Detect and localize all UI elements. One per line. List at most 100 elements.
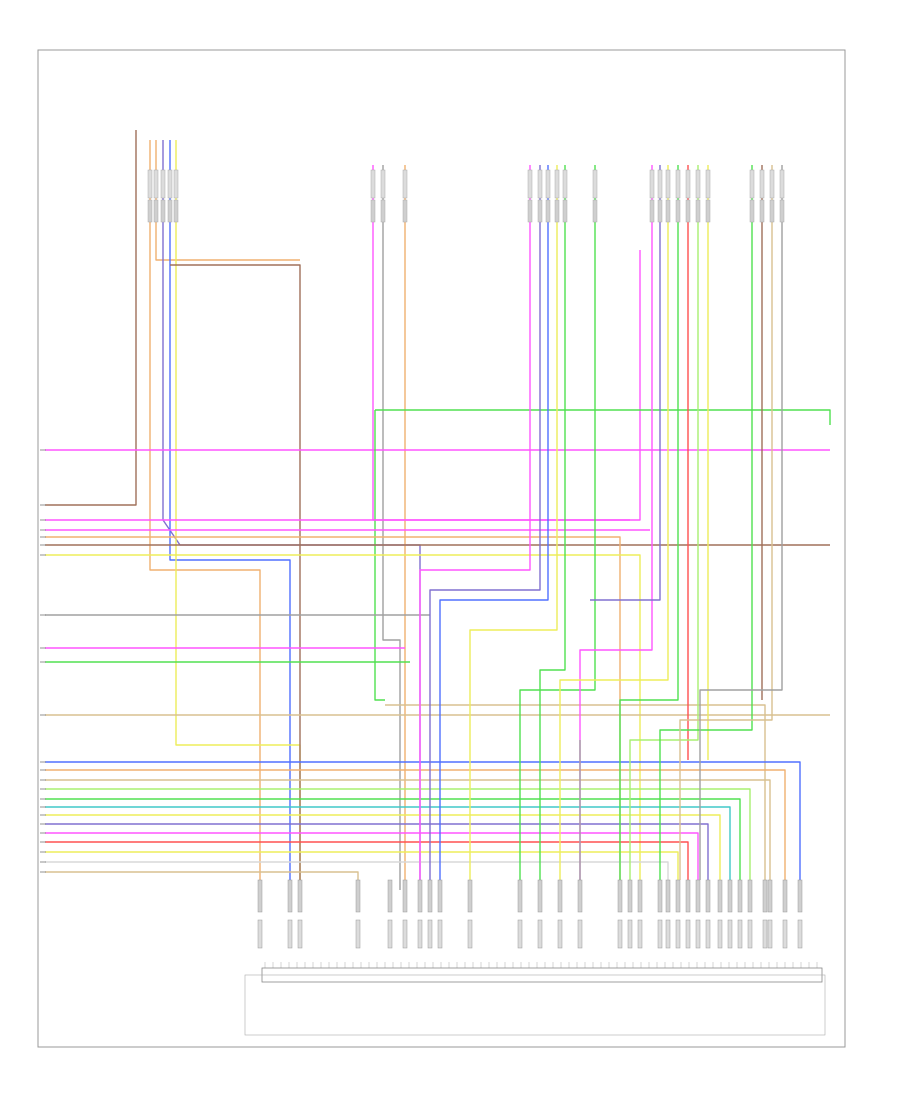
wire-yellow-39 — [469, 165, 558, 880]
connector-cavity-bottom-lower-28 — [767, 919, 773, 949]
connector-cavity-bottom-17 — [657, 879, 663, 913]
ecm-module-box — [244, 974, 826, 1036]
connector-cavity-top-22 — [759, 169, 765, 199]
connector-cavity-top-lower-11 — [554, 199, 560, 223]
connector-cavity-top-17 — [675, 169, 681, 199]
wire-lightgreen-26 — [45, 788, 751, 880]
connector-cavity-bottom-26 — [747, 879, 753, 913]
wire-layer — [45, 130, 831, 890]
connector-cavity-bottom-8 — [437, 879, 443, 913]
connector-cavity-top-lower-13 — [592, 199, 598, 223]
wire-orange-16 — [45, 536, 621, 880]
connector-cavity-bottom-0 — [257, 879, 263, 913]
connector-cavity-top-9 — [537, 169, 543, 199]
wire-green-45 — [619, 165, 679, 880]
connector-cavity-bottom-25 — [737, 879, 743, 913]
connector-cavity-top-lower-20 — [705, 199, 711, 223]
connector-cavity-bottom-14 — [617, 879, 623, 913]
connector-cavity-bottom-lower-11 — [537, 919, 543, 949]
connector-cavity-bottom-lower-22 — [705, 919, 711, 949]
connector-cavity-bottom-3 — [355, 879, 361, 913]
connector-cavity-bottom-7 — [427, 879, 433, 913]
connector-cavity-top-lower-14 — [649, 199, 655, 223]
connector-cavity-bottom-1 — [287, 879, 293, 913]
connector-cavity-bottom-13 — [577, 879, 583, 913]
connector-cavity-bottom-27 — [762, 879, 768, 913]
wire-green-27 — [45, 798, 741, 880]
connector-cavity-top-lower-16 — [665, 199, 671, 223]
wire-lightgreen-47 — [629, 165, 699, 880]
connector-cavity-bottom-23 — [717, 879, 723, 913]
connector-cavity-bottom-29 — [782, 879, 788, 913]
connector-cavity-top-lower-3 — [167, 199, 173, 223]
connector-cavity-top-lower-8 — [527, 199, 533, 223]
connector-cavity-top-lower-12 — [562, 199, 568, 223]
connector-cavity-bottom-lower-3 — [355, 919, 361, 949]
wire-blue-23 — [45, 761, 801, 880]
connector-cavity-top-16 — [665, 169, 671, 199]
connector-cavity-bottom-lower-25 — [737, 919, 743, 949]
connector-cavity-top-lower-19 — [695, 199, 701, 223]
connector-cavity-bottom-24 — [727, 879, 733, 913]
connector-cavity-bottom-28 — [767, 879, 773, 913]
wire-violet-43 — [590, 165, 661, 601]
connector-cavity-top-lower-5 — [370, 199, 376, 223]
wire-grey-52 — [699, 165, 783, 880]
connector-cavity-bottom-lower-21 — [695, 919, 701, 949]
connector-cavity-top-5 — [370, 169, 376, 199]
connector-cavity-top-19 — [695, 169, 701, 199]
connector-cavity-top-lower-0 — [147, 199, 153, 223]
wire-green-49 — [659, 165, 753, 880]
connector-cavity-top-7 — [402, 169, 408, 199]
connector-cavity-top-18 — [685, 169, 691, 199]
wire-pink-31 — [45, 832, 699, 880]
connector-cavity-top-lower-15 — [657, 199, 663, 223]
connector-cavity-top-10 — [545, 169, 551, 199]
connector-cavity-top-21 — [749, 169, 755, 199]
connector-cavity-bottom-2 — [297, 879, 303, 913]
connector-cavity-top-1 — [153, 169, 159, 199]
connector-cavity-bottom-lower-2 — [297, 919, 303, 949]
wire-tan-51 — [679, 165, 773, 880]
connector-layer — [147, 169, 803, 949]
connector-cavity-bottom-lower-10 — [517, 919, 523, 949]
connector-cavity-top-20 — [705, 169, 711, 199]
connector-cavity-bottom-lower-13 — [577, 919, 583, 949]
connector-cavity-bottom-11 — [537, 879, 543, 913]
wire-yellow-5 — [175, 140, 301, 890]
connector-cavity-bottom-lower-8 — [437, 919, 443, 949]
connector-cavity-bottom-lower-27 — [762, 919, 768, 949]
wire-grey-8 — [382, 165, 401, 890]
wire-brown-6 — [170, 264, 301, 890]
wire-tan-22 — [385, 704, 766, 880]
connector-cavity-bottom-lower-5 — [402, 919, 408, 949]
connector-cavity-top-13 — [592, 169, 598, 199]
connector-cavity-bottom-lower-1 — [287, 919, 293, 949]
connector-cavity-bottom-19 — [675, 879, 681, 913]
connector-cavity-bottom-lower-15 — [627, 919, 633, 949]
wire-orange-1 — [149, 140, 261, 890]
connector-cavity-top-lower-9 — [537, 199, 543, 223]
connector-cavity-bottom-6 — [417, 879, 423, 913]
wire-tan-25 — [45, 779, 771, 880]
wire-tan-35 — [45, 871, 359, 880]
connector-cavity-bottom-30 — [797, 879, 803, 913]
wire-white-34 — [45, 861, 669, 880]
connector-cavity-top-lower-7 — [402, 199, 408, 223]
connector-cavity-top-lower-1 — [153, 199, 159, 223]
connector-cavity-bottom-lower-14 — [617, 919, 623, 949]
pin-tick-layer — [40, 449, 818, 968]
connector-cavity-bottom-lower-29 — [782, 919, 788, 949]
wire-pink-42 — [579, 165, 653, 880]
wire-red-32 — [45, 841, 689, 880]
connector-cavity-bottom-lower-17 — [657, 919, 663, 949]
connector-cavity-top-11 — [554, 169, 560, 199]
connector-cavity-bottom-lower-19 — [675, 919, 681, 949]
wire-pink-36 — [419, 165, 531, 880]
connector-cavity-bottom-lower-4 — [387, 919, 393, 949]
connector-cavity-top-4 — [173, 169, 179, 199]
diagram-frame — [37, 49, 846, 1048]
connector-cavity-bottom-lower-23 — [717, 919, 723, 949]
wire-pink-7 — [372, 165, 641, 521]
connector-cavity-bottom-12 — [557, 879, 563, 913]
